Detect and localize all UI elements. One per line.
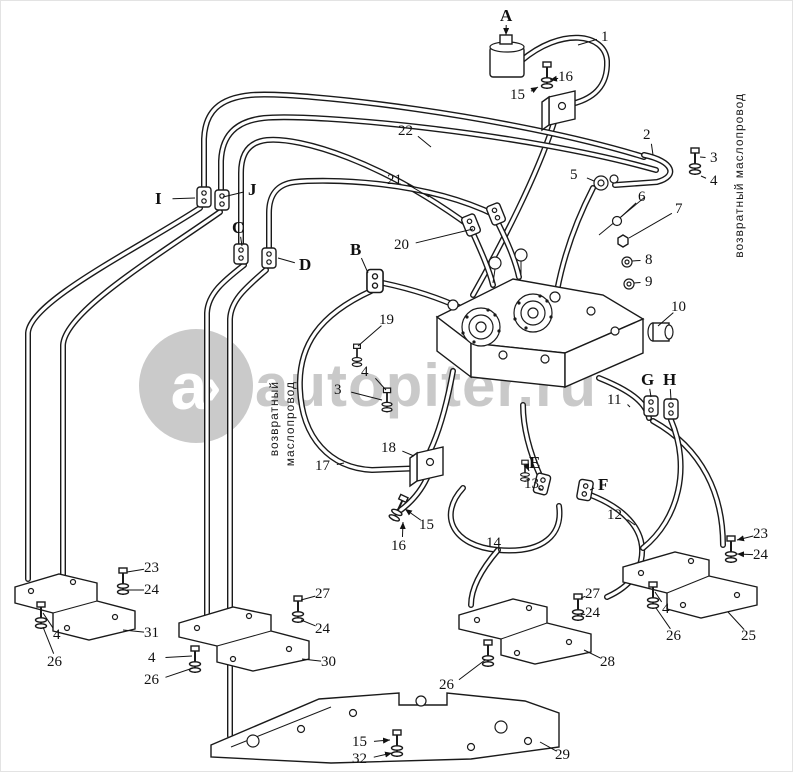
part-label-2: 2 — [643, 127, 651, 143]
return-oil-line-label-center-line1: возвратный — [267, 381, 281, 457]
part-label-26-mid: 26 — [144, 672, 159, 688]
part-label-15-top: 15 — [510, 87, 525, 103]
part-label-10: 10 — [671, 299, 686, 315]
part-label-9: 9 — [645, 274, 653, 290]
part-label-20: 20 — [394, 237, 409, 253]
part-label-F: F — [598, 475, 609, 494]
part-label-24-right: 24 — [753, 547, 768, 563]
part-label-23-right: 23 — [753, 526, 768, 542]
part-label-26-center: 26 — [439, 677, 454, 693]
part-label-A: A — [500, 6, 513, 25]
part-label-11: 11 — [607, 392, 622, 408]
part-label-H: H — [663, 370, 677, 389]
small-brackets — [409, 90, 576, 487]
part-label-21: 21 — [387, 172, 402, 188]
part-label-I: I — [155, 189, 162, 208]
fittings — [593, 174, 674, 342]
part-label-13: 13 — [524, 476, 539, 492]
part-label-28: 28 — [600, 654, 615, 670]
part-label-8: 8 — [645, 252, 653, 268]
part-label-32: 32 — [352, 751, 367, 767]
part-label-7: 7 — [675, 201, 683, 217]
part-label-24-midleft: 24 — [315, 621, 330, 637]
part-label-27-left: 27 — [315, 586, 330, 602]
part-label-26-left: 26 — [47, 654, 62, 670]
part-label-4-mid: 4 — [148, 650, 156, 666]
part-label-31: 31 — [144, 625, 159, 641]
item-a-canister — [489, 29, 525, 78]
part-label-1: 1 — [601, 29, 609, 45]
part-label-12: 12 — [607, 507, 622, 523]
part-label-25: 25 — [741, 628, 756, 644]
watermark-logo-arrow-icon: › — [203, 356, 222, 416]
base-plate — [210, 692, 560, 764]
part-label-17: 17 — [315, 458, 330, 474]
part-label-24-left: 24 — [144, 582, 159, 598]
part-label-B: B — [350, 240, 362, 259]
part-label-16-top: 16 — [558, 69, 573, 85]
part-label-4-right: 4 — [662, 601, 670, 617]
part-label-23-left: 23 — [144, 560, 159, 576]
part-label-24-midright: 24 — [585, 605, 600, 621]
return-oil-line-label-right: возвратный маслопровод — [732, 93, 746, 258]
part-label-4-left: 4 — [53, 627, 61, 643]
part-label-16-mid: 16 — [391, 538, 406, 554]
part-label-19: 19 — [379, 312, 394, 328]
part-label-G: G — [641, 370, 655, 389]
part-label-22: 22 — [398, 123, 413, 139]
part-label-4-top: 4 — [710, 173, 718, 189]
part-label-27-right: 27 — [585, 586, 600, 602]
part-label-E: E — [529, 453, 541, 472]
part-label-D: D — [299, 255, 312, 274]
part-label-26-right: 26 — [666, 628, 681, 644]
watermark-logo: a › — [139, 329, 253, 443]
part-label-5: 5 — [570, 167, 578, 183]
part-label-29: 29 — [555, 747, 570, 763]
part-label-C: C — [232, 218, 245, 237]
part-label-3-top: 3 — [710, 150, 718, 166]
watermark-text: autopiter.ru — [255, 352, 598, 419]
part-label-J: J — [248, 180, 257, 199]
part-label-15-mid: 15 — [419, 517, 434, 533]
part-label-6: 6 — [638, 189, 646, 205]
return-oil-line-label-center-line2: маслопровод — [283, 381, 297, 467]
mounting-brackets — [14, 551, 758, 672]
part-label-15-bottom: 15 — [352, 734, 367, 750]
part-label-18: 18 — [381, 440, 396, 456]
part-label-30: 30 — [321, 654, 336, 670]
part-label-14: 14 — [486, 535, 501, 551]
watermark-logo-glyph: a — [170, 349, 208, 423]
